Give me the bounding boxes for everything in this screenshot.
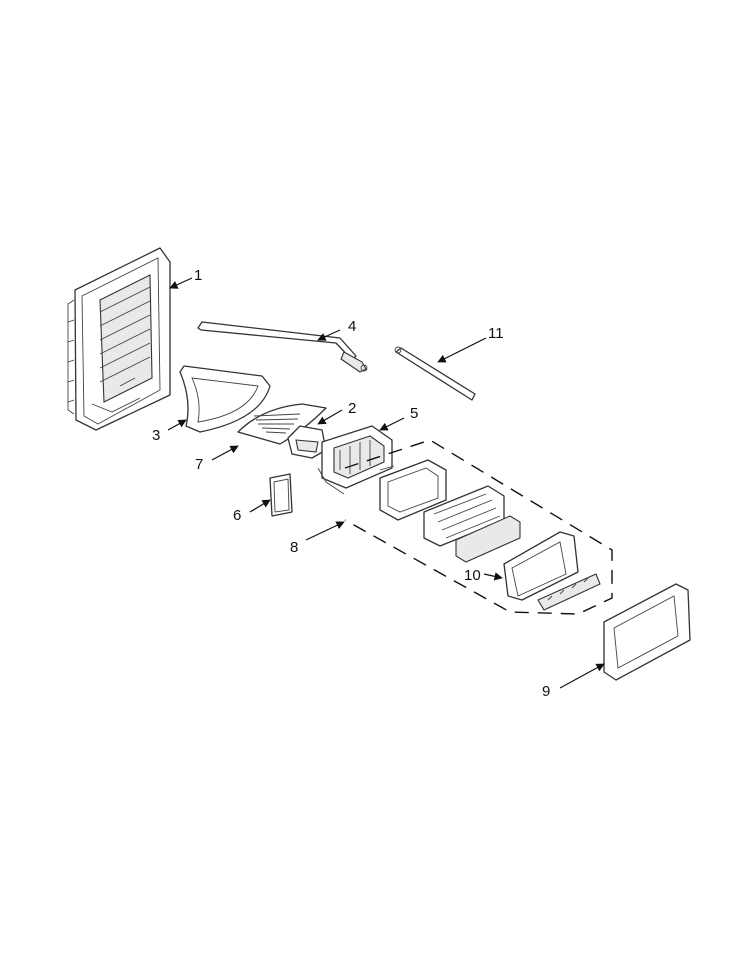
part-3-chute [179, 365, 271, 433]
callout-6: 6 [233, 507, 241, 524]
part-1-housing [67, 247, 171, 431]
assembly-frame-panel [379, 459, 447, 521]
assembly-bracket [503, 531, 601, 611]
part-6-pad [269, 473, 293, 517]
part-4-rod [197, 321, 368, 373]
part-11-rod [394, 346, 476, 401]
callout-5: 5 [410, 405, 418, 422]
part-2-actuator [287, 425, 327, 459]
callout-8: 8 [290, 539, 298, 556]
assembly-boundary [344, 439, 613, 615]
callout-3: 3 [152, 427, 160, 444]
callout-4: 4 [348, 318, 356, 335]
leader-lines [167, 277, 605, 689]
assembly-membrane [455, 515, 521, 563]
callout-2: 2 [348, 400, 356, 417]
callout-7: 7 [195, 456, 203, 473]
callout-11: 11 [488, 325, 504, 342]
callout-10: 10 [464, 567, 481, 584]
part-9-bezel [603, 583, 691, 681]
callout-9: 9 [542, 683, 550, 700]
callout-1: 1 [194, 267, 202, 284]
